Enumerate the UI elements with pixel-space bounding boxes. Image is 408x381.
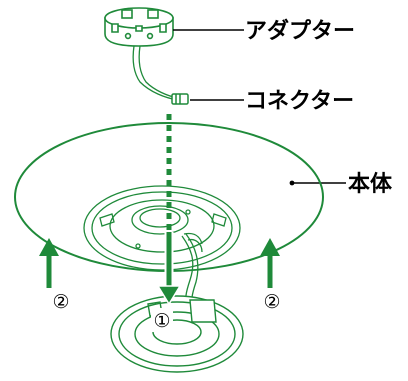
body-leader-dot xyxy=(289,180,295,186)
step2-left-label: ② xyxy=(52,291,69,313)
adapter-wires xyxy=(132,45,179,101)
up-arrow-icon xyxy=(39,238,59,288)
leader-lines xyxy=(173,29,346,184)
body-label: 本体 xyxy=(348,172,393,197)
adapter-part xyxy=(104,7,174,47)
up-arrow-icon xyxy=(260,238,280,288)
adapter-label: アダプター xyxy=(245,18,355,44)
step1-label-bg xyxy=(151,308,173,332)
down-arrow-icon xyxy=(156,232,182,306)
step2-right-label: ② xyxy=(263,291,280,313)
step1-label: ① xyxy=(153,310,170,332)
connector-part xyxy=(171,93,189,105)
connector-label: コネクター xyxy=(245,89,354,114)
body-inner-plate xyxy=(83,185,241,271)
base-plate xyxy=(110,295,244,373)
